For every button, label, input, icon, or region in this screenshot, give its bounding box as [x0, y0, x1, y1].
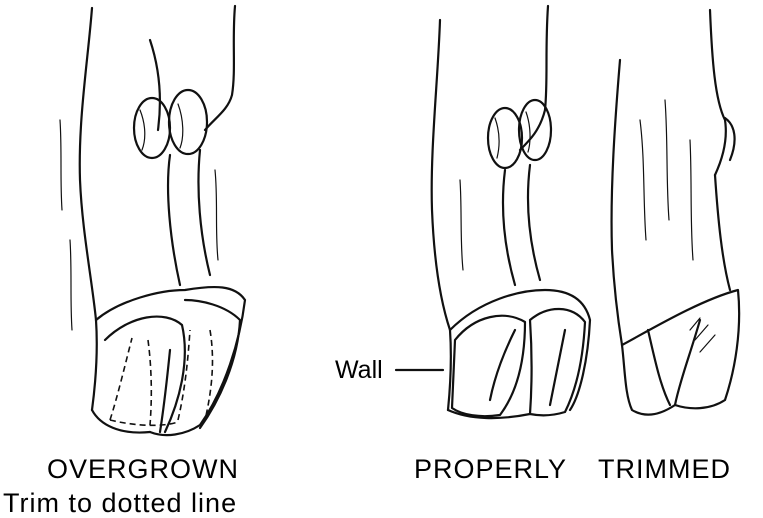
caption-trimmed: TRIMMED [598, 454, 731, 484]
trimmed-hoof-drawing [612, 10, 740, 415]
wall-label: Wall [335, 356, 383, 384]
caption-properly: PROPERLY [414, 454, 567, 484]
caption-overgrown-sub: Trim to dotted line [3, 488, 237, 518]
properly-hoof-drawing [432, 6, 590, 418]
caption-overgrown: OVERGROWN [47, 454, 239, 484]
overgrown-hoof-drawing [60, 6, 245, 435]
